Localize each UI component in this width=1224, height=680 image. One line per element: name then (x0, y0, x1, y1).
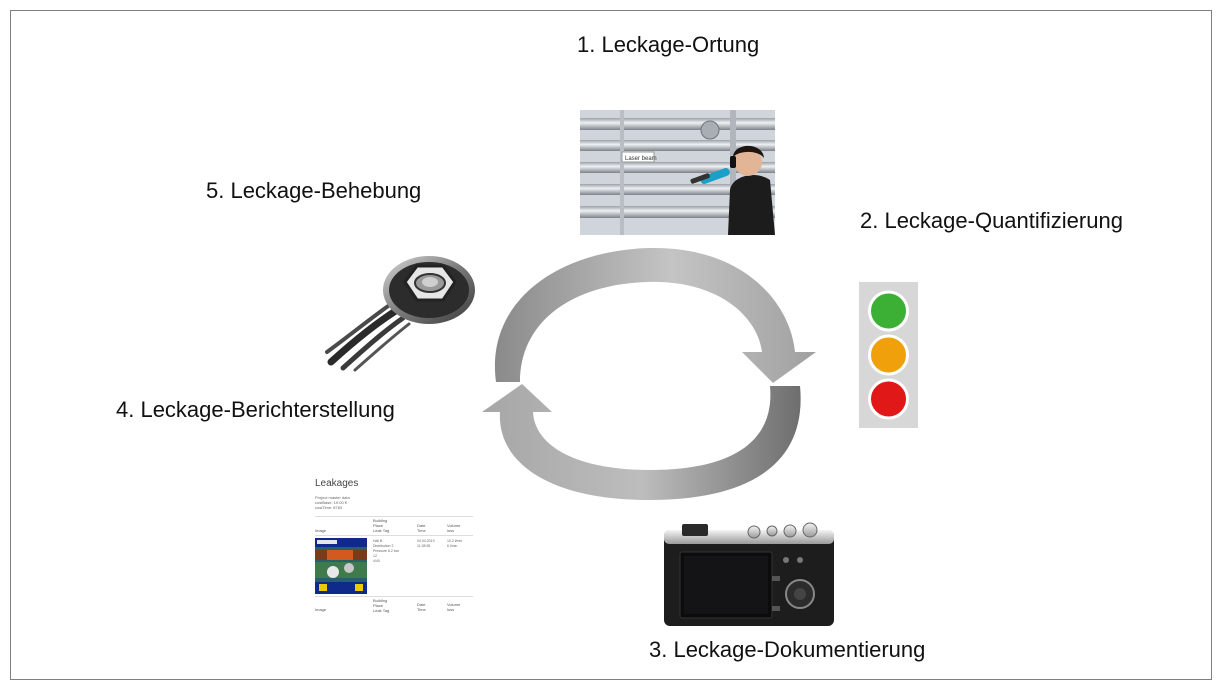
header-cell: Date (417, 602, 426, 607)
header-col3: Date Time (417, 602, 426, 612)
report-cell: Pressure 6.2 bar (373, 549, 399, 553)
report-cell: 6 l/min (447, 544, 458, 548)
header-cell: Leak Tag (373, 528, 390, 533)
header-col4: Volume loss (447, 602, 460, 612)
header-cell: Time (417, 607, 426, 612)
header-cell: loss (447, 528, 455, 533)
green-lamp (868, 290, 909, 332)
report-cell: 12 (373, 554, 377, 558)
traffic-light (859, 282, 918, 428)
report-row-col4: 10.2 l/min 6 l/min (447, 539, 462, 549)
header-cell: Building (373, 598, 388, 603)
laser-beam-tag: Laser beam (625, 156, 657, 162)
step-3-label: 3. Leckage-Dokumentierung (649, 637, 926, 662)
header-cell: Volume (447, 523, 461, 528)
step-5-label: 5. Leckage-Behebung (206, 178, 422, 203)
header-col2: Building Place Leak Tag (373, 518, 389, 533)
header-cell: Volume (447, 602, 461, 607)
report-title: Leakages (315, 478, 359, 489)
report-cell: 11:28:55 (417, 544, 431, 548)
report-meta-line: costTime: 8760 (315, 505, 343, 510)
leak-detection-photo: Laser beam (580, 110, 775, 235)
report-thumbnail: Leakages Project master data costBase: 1… (310, 478, 478, 613)
header-cell: Time (417, 528, 426, 533)
report-cell: Hall B (373, 539, 383, 543)
header-cell: Place (373, 523, 384, 528)
header-cell: Building (373, 518, 388, 523)
report-header-row: Image Building Place Leak Tag Date Time … (315, 516, 473, 536)
step-2-label: 2. Leckage-Quantifizierung (860, 208, 1123, 233)
header-cell: Place (373, 603, 384, 608)
header-image: Image (315, 528, 327, 533)
step-1-label: 1. Leckage-Ortung (577, 32, 760, 57)
report-cell: 10.2 l/min (447, 539, 463, 543)
report-meta: Project master data costBase: 19.00 € co… (315, 495, 350, 510)
header-cell: Leak Tag (373, 608, 390, 613)
header-col4: Volume loss (447, 523, 460, 533)
header-cell: Date (417, 523, 426, 528)
red-lamp (868, 378, 909, 420)
amber-lamp (868, 334, 909, 376)
header-col3: Date Time (417, 523, 426, 533)
report-cell: 04.04.2019 (417, 539, 435, 543)
report-meta-line: Project master data (315, 495, 350, 500)
header-image: Image (315, 607, 327, 612)
lower-cycle-arrow (482, 384, 801, 500)
camera-icon (660, 520, 838, 628)
upper-cycle-arrow (494, 247, 816, 383)
header-cell: loss (447, 607, 455, 612)
header-col2: Building Place Leak Tag (373, 598, 389, 613)
report-row-col2: Hall B Distribution 2 Pressure 6.2 bar 1… (373, 539, 399, 564)
report-row-col3: 04.04.2019 11:28:55 (417, 539, 435, 549)
report-header-row-2: Image Building Place Leak Tag Date Time … (315, 596, 473, 613)
wrench-icon (325, 252, 477, 372)
report-leak-image (315, 538, 367, 594)
report-cell: 4/40 (373, 559, 380, 563)
report-cell: Distribution 2 (373, 544, 394, 548)
report-meta-line: costBase: 19.00 € (315, 500, 348, 505)
step-4-label: 4. Leckage-Berichterstellung (116, 397, 395, 422)
